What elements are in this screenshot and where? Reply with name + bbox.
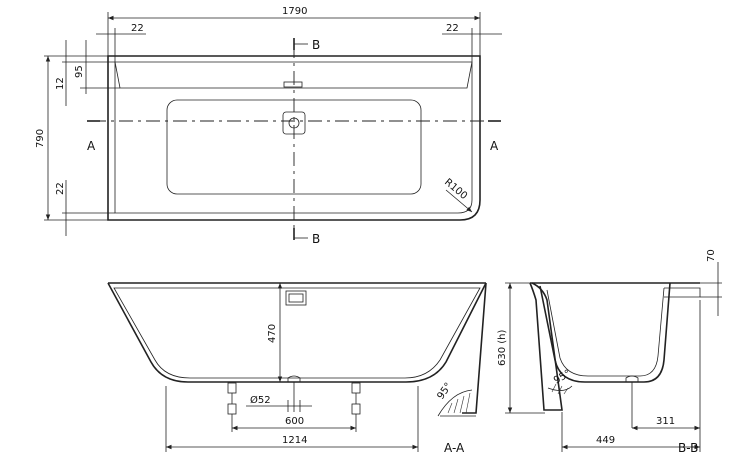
section-bb-view: 70 630 (h) 449 311 95° B-B [497, 249, 722, 455]
dim-overall-width: 1790 [282, 6, 307, 17]
section-bb-inner-profile [546, 287, 665, 377]
section-bb-waste [625, 375, 639, 383]
dim-aa-depth: 470 [267, 324, 278, 343]
dim-aa-waste: Ø52 [250, 394, 271, 406]
section-aa-angle-hatch [447, 392, 471, 414]
dim-bb-rim: 70 [706, 249, 717, 262]
dim-rim-right: 22 [446, 23, 459, 34]
overflow-slot [283, 81, 303, 88]
section-aa-outer-profile [107, 282, 487, 383]
dim-aa-feet-spacing: 600 [285, 416, 304, 427]
overflow-rim [114, 61, 473, 89]
dim-rim-bottom: 22 [55, 182, 66, 195]
dim-aa-base-length: 1214 [282, 435, 307, 446]
dim-rim-top: 12 [55, 77, 66, 90]
section-aa-foot-left [227, 382, 237, 415]
section-b-bottom-label: B [312, 232, 320, 246]
section-bb-left-panel [529, 282, 563, 411]
section-a-right-label: A [490, 139, 499, 153]
section-bb-label: B-B [678, 441, 698, 455]
section-bb-angle-hatch [551, 383, 569, 395]
section-bb-rim [664, 287, 701, 298]
plan-view: A A B B 1790 22 22 790 12 95 22 R10 [35, 6, 502, 246]
dim-bb-waste-offset: 311 [656, 416, 675, 427]
section-aa-view: 470 Ø52 600 1214 95° A-A [107, 282, 487, 455]
dim-rim-left: 22 [131, 23, 144, 34]
section-aa-inner-profile [113, 287, 481, 379]
section-aa-foot-right [351, 382, 361, 415]
tub-outline [107, 55, 481, 221]
dim-overall-depth: 790 [35, 129, 46, 148]
dim-overflow-offset: 95 [74, 65, 85, 78]
section-aa-side-panel [462, 282, 487, 414]
section-aa-waste [287, 375, 301, 383]
section-aa-overflow [285, 290, 307, 306]
section-b-top-label: B [312, 38, 320, 52]
section-aa-label: A-A [444, 441, 465, 455]
section-a-left-label: A [87, 139, 96, 153]
dim-bb-height: 630 (h) [497, 329, 508, 366]
section-bb-outer-profile [539, 282, 671, 383]
dim-bb-base-width: 449 [596, 435, 615, 446]
